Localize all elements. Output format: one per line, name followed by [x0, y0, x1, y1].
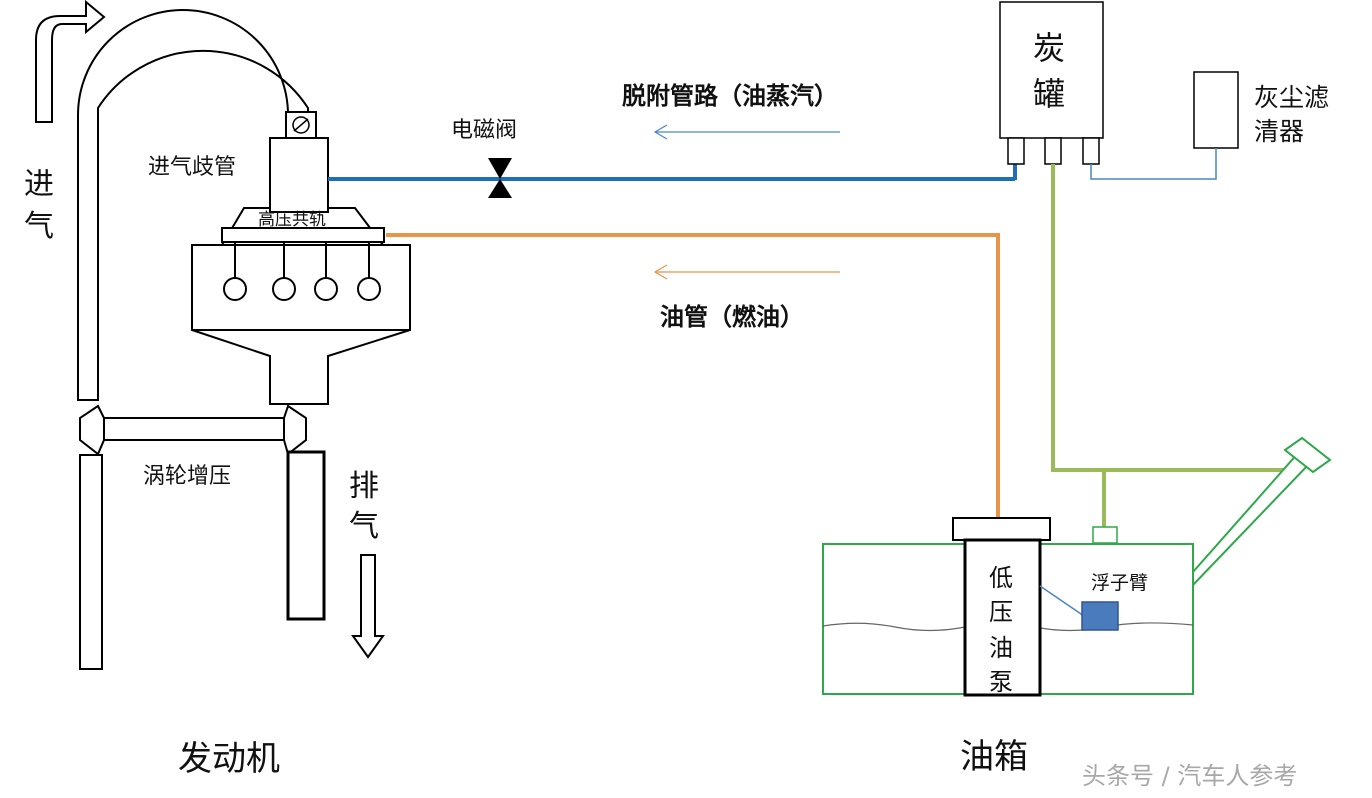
intake-pipe: [77, 9, 309, 401]
float-arm-rod: [1039, 585, 1085, 617]
dust-filter-label: 清器: [1254, 117, 1304, 146]
injector: [357, 242, 381, 301]
filter-pipe: [1090, 148, 1217, 180]
injector: [223, 242, 247, 301]
intake-arrow-icon: [35, 0, 106, 123]
pump-label: 低: [989, 564, 1013, 592]
turbo-label: 涡轮增压: [143, 464, 231, 489]
low-pressure-pump: [963, 538, 1042, 697]
intake-manifold: [269, 137, 329, 213]
injector: [272, 242, 296, 301]
float: [1081, 601, 1119, 631]
high-pressure-rail-label: 高压共轨: [258, 210, 326, 230]
solenoid-valve-label: 电磁阀: [451, 118, 517, 143]
fuel-flow-arrow-icon: [653, 264, 840, 280]
turbo-compressor: [79, 404, 105, 456]
dust-filter-label: 灰尘滤: [1254, 83, 1329, 112]
fuel-line-label: 油管（燃油）: [660, 303, 804, 331]
turbo-shaft: [103, 417, 287, 441]
vent-pipe: [1051, 164, 1290, 472]
engine-label: 发动机: [178, 739, 280, 779]
float-arm-label: 浮子臂: [1091, 572, 1148, 594]
pump-cap: [952, 517, 1051, 541]
canister-label: 炭: [1033, 29, 1065, 67]
carbon-canister: [999, 1, 1104, 139]
desorption-line-label: 脱附管路（油蒸汽）: [622, 82, 838, 110]
dust-filter: [1193, 71, 1239, 149]
vapor-flow-arrow-icon: [653, 124, 840, 140]
turbo-turbine: [283, 404, 307, 456]
intake-label: 进: [24, 167, 54, 202]
canister-port-tank: [1044, 137, 1062, 165]
canister-port-air: [1082, 137, 1100, 165]
pump-label: 油: [989, 634, 1013, 662]
tank-vent-port: [1092, 526, 1118, 544]
pump-label: 压: [989, 598, 1013, 626]
pump-label: 泵: [989, 668, 1013, 696]
filler-cap: [1283, 436, 1332, 474]
exhaust-label: 排: [349, 469, 379, 504]
intake-label: 气: [24, 209, 54, 244]
solenoid-valve-icon: [488, 158, 512, 198]
fuel-pipe: [386, 233, 1000, 518]
canister-port-purge: [1007, 137, 1025, 165]
high-pressure-rail: [221, 227, 385, 243]
exhaust-arrow-icon: [351, 554, 385, 659]
throttle-valve-icon: [292, 116, 310, 134]
intake-lower-pipe: [79, 454, 103, 670]
watermark: 头条号 / 汽车人参考: [1082, 762, 1297, 790]
fuel-tank-label: 油箱: [960, 737, 1028, 777]
intake-manifold-label: 进气歧管: [148, 155, 236, 180]
exhaust-label: 气: [349, 509, 379, 544]
canister-label: 罐: [1033, 75, 1065, 113]
exhaust-pipe: [286, 450, 326, 621]
injector: [314, 242, 338, 301]
